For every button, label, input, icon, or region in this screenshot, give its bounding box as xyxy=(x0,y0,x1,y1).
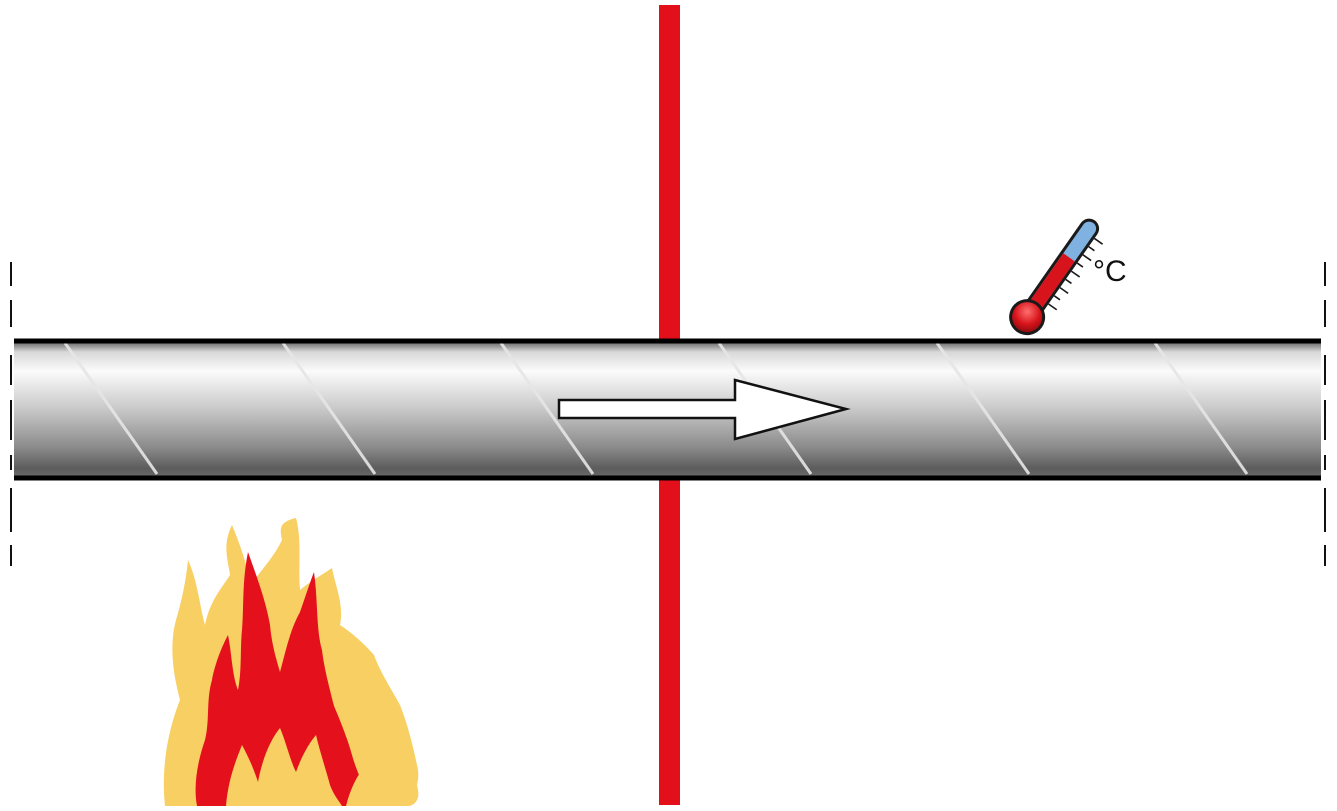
fire-wall-top xyxy=(659,5,680,341)
fire-wall-bottom xyxy=(659,478,680,805)
arrow-right-icon xyxy=(557,378,851,441)
flame-outer-right-tongue xyxy=(380,735,419,806)
temperature-unit-label: °C xyxy=(1093,255,1127,288)
thermometer-icon xyxy=(1009,218,1104,336)
flame-core-right xyxy=(346,770,376,806)
flame-core xyxy=(226,728,342,806)
flame-inner xyxy=(195,552,370,806)
flame-icon xyxy=(163,518,419,806)
